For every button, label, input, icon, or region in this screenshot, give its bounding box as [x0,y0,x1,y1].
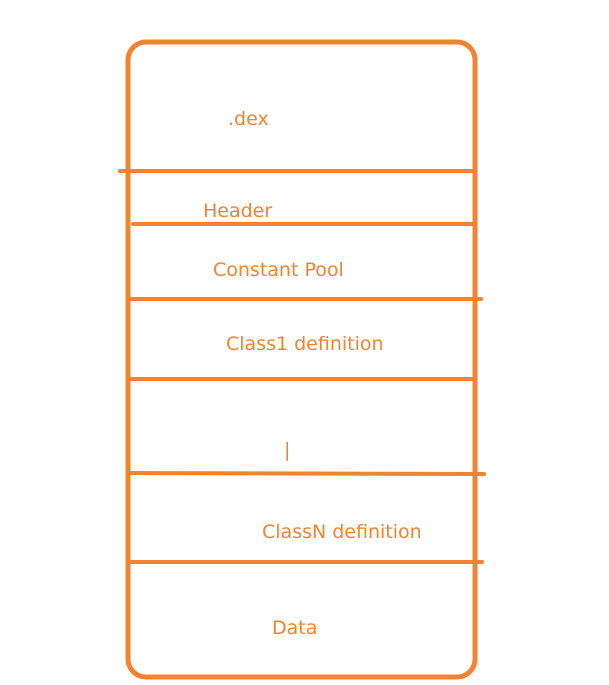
class1-definition-section-label: Class1 definition [226,333,384,355]
classn-definition-section-label: ClassN definition [262,521,422,543]
divider-ellipsis-classn [126,471,486,476]
data-section-label: Data [272,617,317,639]
dex-container-outline [125,39,478,680]
dex-title-label: .dex [228,108,269,130]
constant-pool-section-label: Constant Pool [213,259,344,281]
header-section-label: Header [203,200,272,222]
ellipsis-section-label: | [284,439,290,461]
